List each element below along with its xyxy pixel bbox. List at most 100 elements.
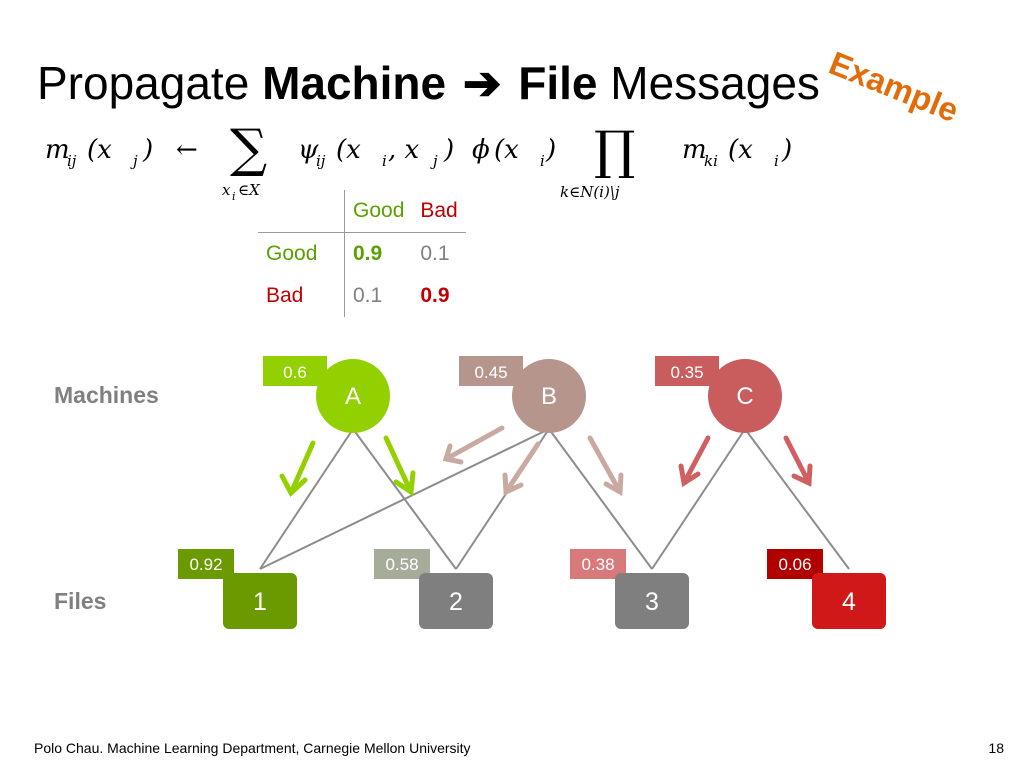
bp-message-formula: m ij (x j ) ← ∑ x i ∈X ψ ij (x i , x j )… <box>45 119 792 203</box>
machine-file-graph: 0.6A 0.45B 0.35C 0.92 1 0.582 0.38 3 0.06 4 <box>178 356 886 629</box>
message-arrow-c-4 <box>783 435 813 487</box>
file-score: 0.38 <box>581 555 614 574</box>
title-file: File <box>518 57 598 109</box>
files-label: Files <box>54 588 107 614</box>
message-arrow-b-2 <box>502 441 541 496</box>
cell-good-bad: 0.1 <box>420 242 450 265</box>
formula-m2-args: (x <box>728 135 753 165</box>
machine-id: A <box>345 383 361 410</box>
file-box <box>615 573 689 629</box>
cell-bad-good: 0.1 <box>353 284 383 307</box>
file-id: 4 <box>842 588 856 616</box>
machines-label: Machines <box>54 382 159 408</box>
machine-node-c: 0.35C <box>655 356 782 433</box>
formula-psi-mid: , x <box>388 135 420 165</box>
graph-edges <box>259 428 850 570</box>
file-id: 1 <box>253 588 267 616</box>
message-arrows <box>279 425 813 498</box>
title-prefix: Propagate <box>37 57 250 109</box>
cell-bad-bad: 0.9 <box>420 284 450 307</box>
file-box <box>812 573 886 629</box>
formula-prod-symbol: ∏ <box>594 121 635 181</box>
row-header-bad: Bad <box>258 275 345 317</box>
formula-lhs-arg: (x <box>87 135 112 165</box>
edge-b-3 <box>548 428 653 570</box>
formula-phi: ϕ <box>472 135 490 165</box>
formula-lhs-arg-sub: j <box>130 152 138 170</box>
file-node-3: 0.38 3 <box>570 549 689 629</box>
file-node-2: 0.582 <box>374 549 493 629</box>
machine-score-box <box>459 356 523 386</box>
machine-score-box <box>263 356 327 386</box>
formula-psi-sub: ij <box>316 152 326 170</box>
formula-lhs: m <box>45 135 70 165</box>
file-id: 3 <box>645 588 659 616</box>
formula-m2-sub: ki <box>704 152 718 170</box>
cell-good-good: 0.9 <box>353 242 383 265</box>
formula-m2: m <box>682 135 707 165</box>
formula-arrow: ← <box>176 135 198 165</box>
title-suffix: Messages <box>610 57 820 109</box>
file-node-1: 0.92 1 <box>178 549 297 629</box>
machine-score: 0.45 <box>474 363 507 382</box>
formula-sum-symbol: ∑ <box>230 119 267 179</box>
message-arrow-c-3 <box>678 435 711 488</box>
slide-title: Propagate Machine ➔ File Messages <box>37 60 820 106</box>
table-corner <box>258 190 345 233</box>
machine-circle <box>708 359 782 433</box>
formula-psi: ψ <box>298 135 319 165</box>
message-arrow-b-3 <box>587 435 624 497</box>
formula-psi-args: (x <box>336 135 361 165</box>
title-arrow-icon: ➔ <box>462 57 502 109</box>
formula-phi-args: (x <box>494 135 519 165</box>
machine-id: C <box>736 383 753 410</box>
file-box <box>223 573 297 629</box>
edge-b-1 <box>259 428 550 570</box>
machine-id: B <box>541 383 557 410</box>
machine-node-a: 0.6A <box>263 356 390 433</box>
edge-a-1 <box>259 428 354 570</box>
formula-lhs-sub: ij <box>67 152 77 170</box>
file-node-4: 0.06 4 <box>767 549 886 629</box>
file-score: 0.92 <box>189 555 222 574</box>
page-number: 18 <box>988 740 1004 756</box>
file-score-box <box>570 549 626 579</box>
machine-circle <box>316 359 390 433</box>
formula-phi-close: ) <box>545 135 556 165</box>
formula-sum-sub-rest: ∈X <box>238 181 261 199</box>
svg-text:m: m <box>45 135 70 165</box>
file-box <box>419 573 493 629</box>
edge-c-3 <box>651 428 746 570</box>
footer-credit: Polo Chau. Machine Learning Department, … <box>34 740 471 756</box>
edge-c-4 <box>744 428 850 570</box>
file-score: 0.58 <box>385 555 418 574</box>
formula-m2-arg-sub: i <box>774 152 779 170</box>
row-header-good: Good <box>258 232 345 275</box>
formula-psi-arg-j: j <box>430 152 438 170</box>
formula-sum-sub-x: x <box>222 181 231 199</box>
col-header-good: Good <box>344 190 413 233</box>
file-score-box <box>178 549 234 579</box>
formula-psi-close: ) <box>443 135 454 165</box>
machine-score: 0.35 <box>670 363 703 382</box>
machine-circle <box>512 359 586 433</box>
file-nodes: 0.92 1 0.582 0.38 3 0.06 4 <box>178 549 886 629</box>
machine-score-box <box>655 356 719 386</box>
file-score: 0.06 <box>778 555 811 574</box>
col-header-bad: Bad <box>412 190 466 233</box>
formula-psi-arg-i: i <box>382 152 387 170</box>
formula-phi-sub: i <box>540 152 545 170</box>
machine-node-b: 0.45B <box>459 356 586 433</box>
formula-lhs-close: ) <box>142 135 153 165</box>
formula-prod-sub: k∈N(i)\j <box>560 183 620 201</box>
message-arrow-a-2 <box>383 435 416 497</box>
file-score-box <box>767 549 823 579</box>
title-machine: Machine <box>262 57 447 109</box>
machine-score: 0.6 <box>283 363 307 382</box>
message-arrow-b-1 <box>442 425 505 465</box>
file-score-box <box>374 549 430 579</box>
message-arrow-a-1 <box>279 440 316 498</box>
edge-potential-table: Good Bad Good 0.9 0.1 Bad 0.1 0.9 <box>258 190 466 317</box>
formula-sum-sub-i: i <box>232 190 236 203</box>
machine-nodes: 0.6A 0.45B 0.35C <box>263 356 782 433</box>
